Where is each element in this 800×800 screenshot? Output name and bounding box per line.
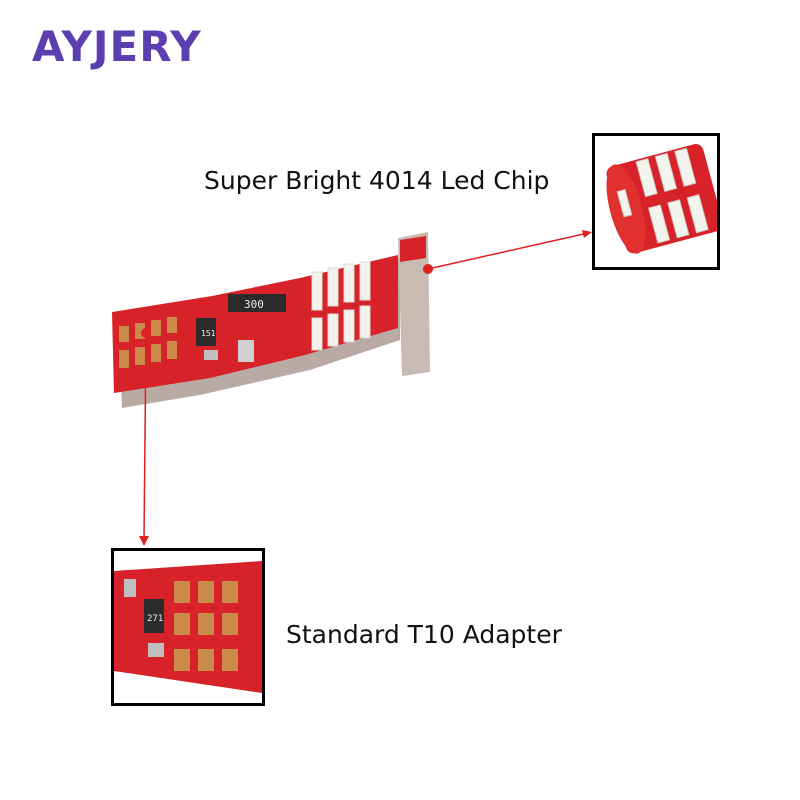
resistor-marking: 300 bbox=[244, 298, 264, 311]
contact-pads bbox=[119, 317, 177, 368]
resistor-marking: 271 bbox=[147, 614, 163, 624]
pcb-board bbox=[112, 255, 398, 393]
adapter-callout-label: Standard T10 Adapter bbox=[286, 620, 562, 649]
capacitor-component bbox=[238, 340, 254, 362]
chip-callout-arrow bbox=[423, 230, 592, 274]
end-cap bbox=[398, 232, 430, 376]
adapter-callout-arrow bbox=[139, 328, 151, 546]
adapter-closeup: 271 bbox=[111, 548, 265, 706]
resistor-marking: 151 bbox=[201, 329, 216, 338]
resistor-component bbox=[196, 318, 216, 346]
led-chip-closeup bbox=[592, 133, 720, 270]
led-bulb: 300 151 bbox=[112, 232, 430, 408]
chip-callout-label: Super Bright 4014 Led Chip bbox=[204, 166, 550, 195]
led-chips bbox=[311, 261, 371, 351]
brand-logo: AYJERY bbox=[32, 22, 202, 71]
resistor-component bbox=[228, 294, 286, 312]
